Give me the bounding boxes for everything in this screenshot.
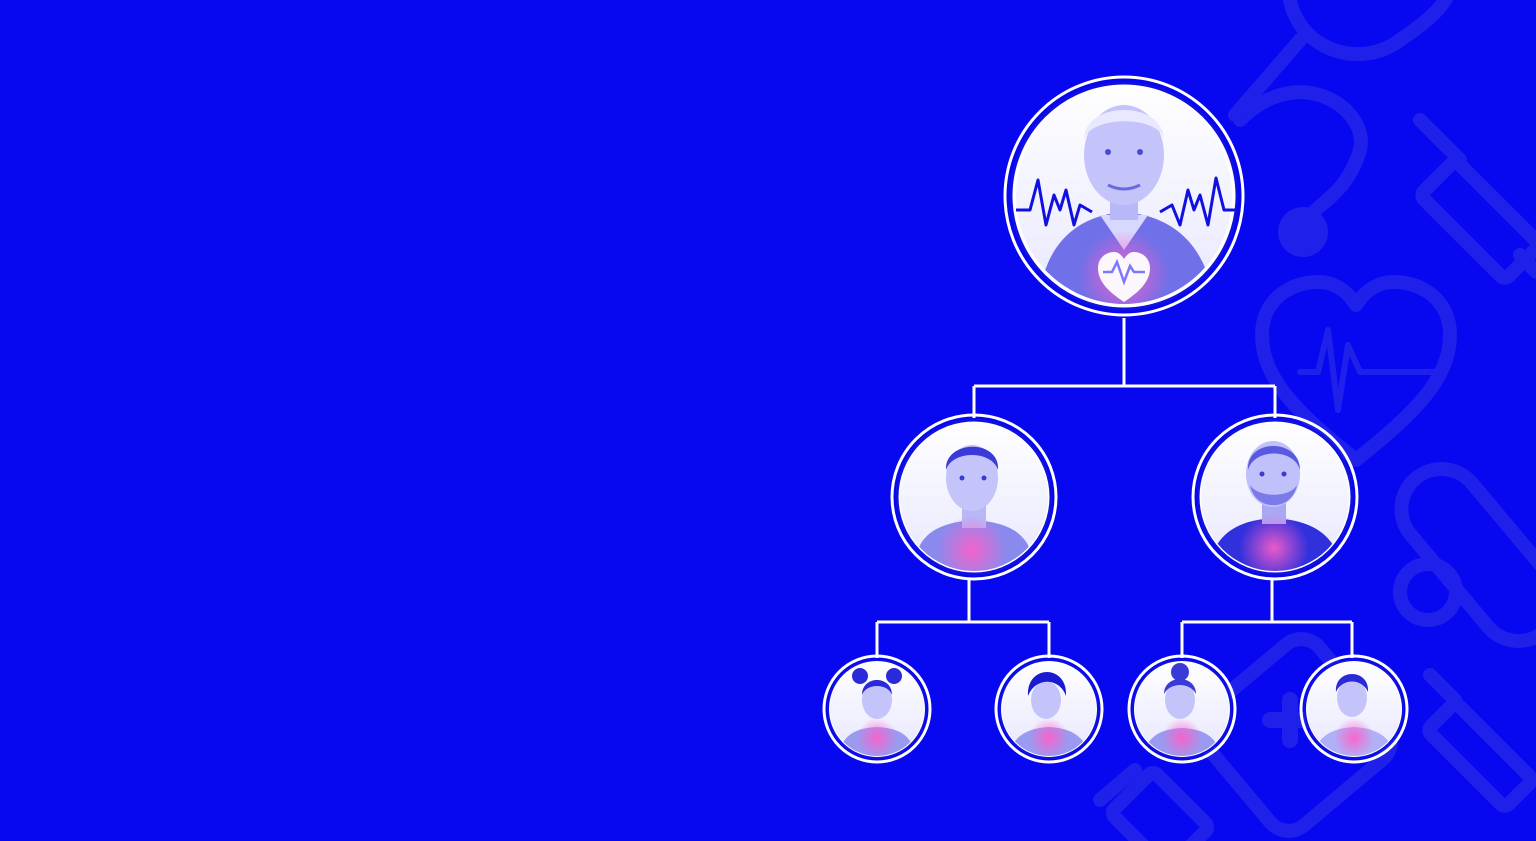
tree-connectors xyxy=(875,318,1354,658)
grandchild-node-3 xyxy=(1127,654,1237,764)
stethoscope-icon xyxy=(1228,0,1454,257)
grandchild-node-2 xyxy=(994,654,1104,764)
elderly-man-photo xyxy=(1016,88,1232,304)
heart-pulse-icon xyxy=(1255,275,1457,467)
syringe-icon xyxy=(1413,113,1536,285)
syringe-icon xyxy=(1093,763,1215,841)
syringe-icon xyxy=(1422,668,1536,813)
grandparent-node xyxy=(1003,75,1245,317)
pill-capsule-icon xyxy=(1393,462,1536,648)
young-woman-photo xyxy=(830,662,924,756)
grandchild-node-4 xyxy=(1299,654,1409,764)
heart-pulse-icon xyxy=(1098,252,1150,302)
ecg-line-icon xyxy=(1016,176,1236,227)
teen-photo xyxy=(1002,662,1096,756)
parent-node-man xyxy=(1191,413,1359,581)
parent-node-woman xyxy=(890,413,1058,581)
grandchild-node-1 xyxy=(822,654,932,764)
